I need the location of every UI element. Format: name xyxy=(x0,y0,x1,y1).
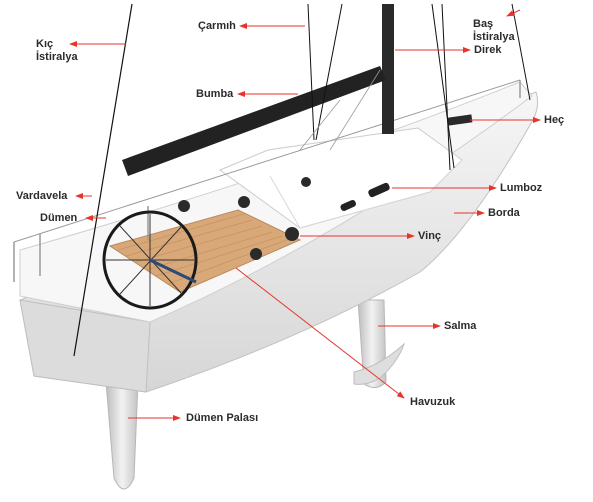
label-kic-istiralya-line2: İstiralya xyxy=(36,51,78,63)
lifeline xyxy=(13,79,521,243)
transom xyxy=(19,299,151,393)
winch xyxy=(301,177,311,187)
label-dumen: Dümen xyxy=(40,212,78,224)
winch xyxy=(250,248,262,260)
label-salma: Salma xyxy=(444,320,477,332)
cockpit-floor xyxy=(108,209,302,293)
label-direk: Direk xyxy=(474,44,502,56)
arrow-havuzuk xyxy=(235,267,405,399)
label-bumba: Bumba xyxy=(196,88,234,100)
label-bas-istiralya-line2: İstiralya xyxy=(473,31,515,43)
winch xyxy=(238,196,250,208)
label-borda: Borda xyxy=(488,207,520,219)
label-bas-istiralya-line1: Baş xyxy=(473,18,494,30)
porthole xyxy=(368,182,390,198)
label-bas-istiralya: Baş İstiralya xyxy=(473,18,515,44)
steering-wheel xyxy=(102,210,198,310)
winch xyxy=(178,200,190,212)
label-carmih: Çarmıh xyxy=(198,20,236,32)
winch xyxy=(285,227,299,241)
label-havuzuk: Havuzuk xyxy=(410,396,456,408)
keel-bulb xyxy=(353,342,406,385)
boom xyxy=(122,66,386,176)
label-vinc: Vinç xyxy=(418,230,442,242)
porthole xyxy=(340,199,356,211)
pointer-arrows xyxy=(69,9,541,421)
arrow-bas-istiralya xyxy=(506,9,521,17)
label-lumboz: Lumboz xyxy=(500,182,543,194)
label-kic-istiralya-line1: Kıç xyxy=(36,38,54,50)
mast xyxy=(382,4,394,134)
label-hec: Heç xyxy=(544,114,565,126)
label-vardavela: Vardavela xyxy=(16,190,68,202)
label-kic-istiralya: Kıç İstiralya xyxy=(36,38,78,64)
hatch xyxy=(447,114,473,126)
label-dumen-palasi: Dümen Palası xyxy=(186,412,259,424)
rudder-blade xyxy=(105,381,139,490)
